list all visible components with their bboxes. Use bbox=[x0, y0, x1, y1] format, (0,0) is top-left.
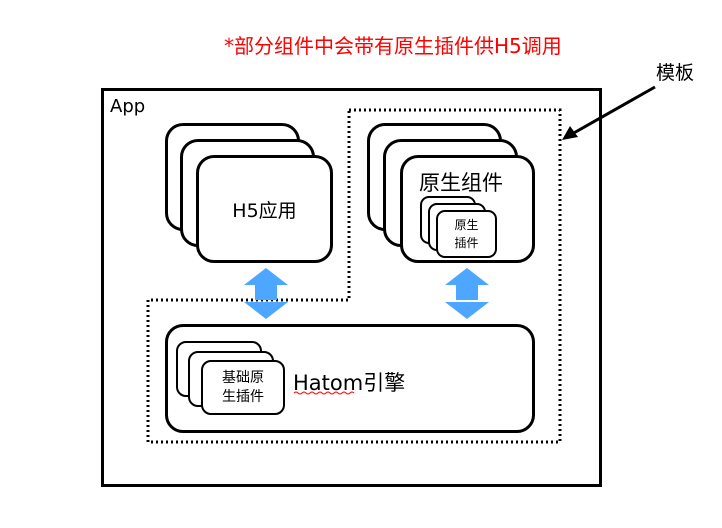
h5-app-card: H5应用 bbox=[196, 155, 333, 263]
template-pointer-line bbox=[571, 85, 656, 136]
hatom-engine-label: Hatom引擎 bbox=[293, 371, 406, 395]
base-plugin-label-line1: 基础原 bbox=[222, 369, 264, 386]
note-text: *部分组件中会带有原生插件供H5调用 bbox=[224, 34, 562, 58]
base-plugin-card: 基础原 生插件 bbox=[201, 360, 285, 415]
app-label: App bbox=[110, 96, 146, 117]
base-plugin-label-line2: 生插件 bbox=[222, 388, 264, 405]
spellcheck-squiggle bbox=[293, 391, 355, 395]
native-plugin-card: 原生 插件 bbox=[436, 210, 497, 258]
native-component-label: 原生组件 bbox=[419, 171, 503, 195]
template-dotted-outline bbox=[146, 108, 562, 444]
native-engine-double-arrow bbox=[445, 268, 489, 319]
h5-app-label: H5应用 bbox=[232, 199, 297, 222]
native-plugin-label-line1: 原生 bbox=[454, 218, 479, 232]
h5-engine-double-arrow bbox=[244, 268, 288, 319]
template-pointer-arrowhead bbox=[562, 126, 578, 140]
template-label: 模板 bbox=[656, 62, 695, 84]
native-plugin-label-line2: 插件 bbox=[454, 236, 479, 250]
app-container bbox=[101, 88, 602, 487]
